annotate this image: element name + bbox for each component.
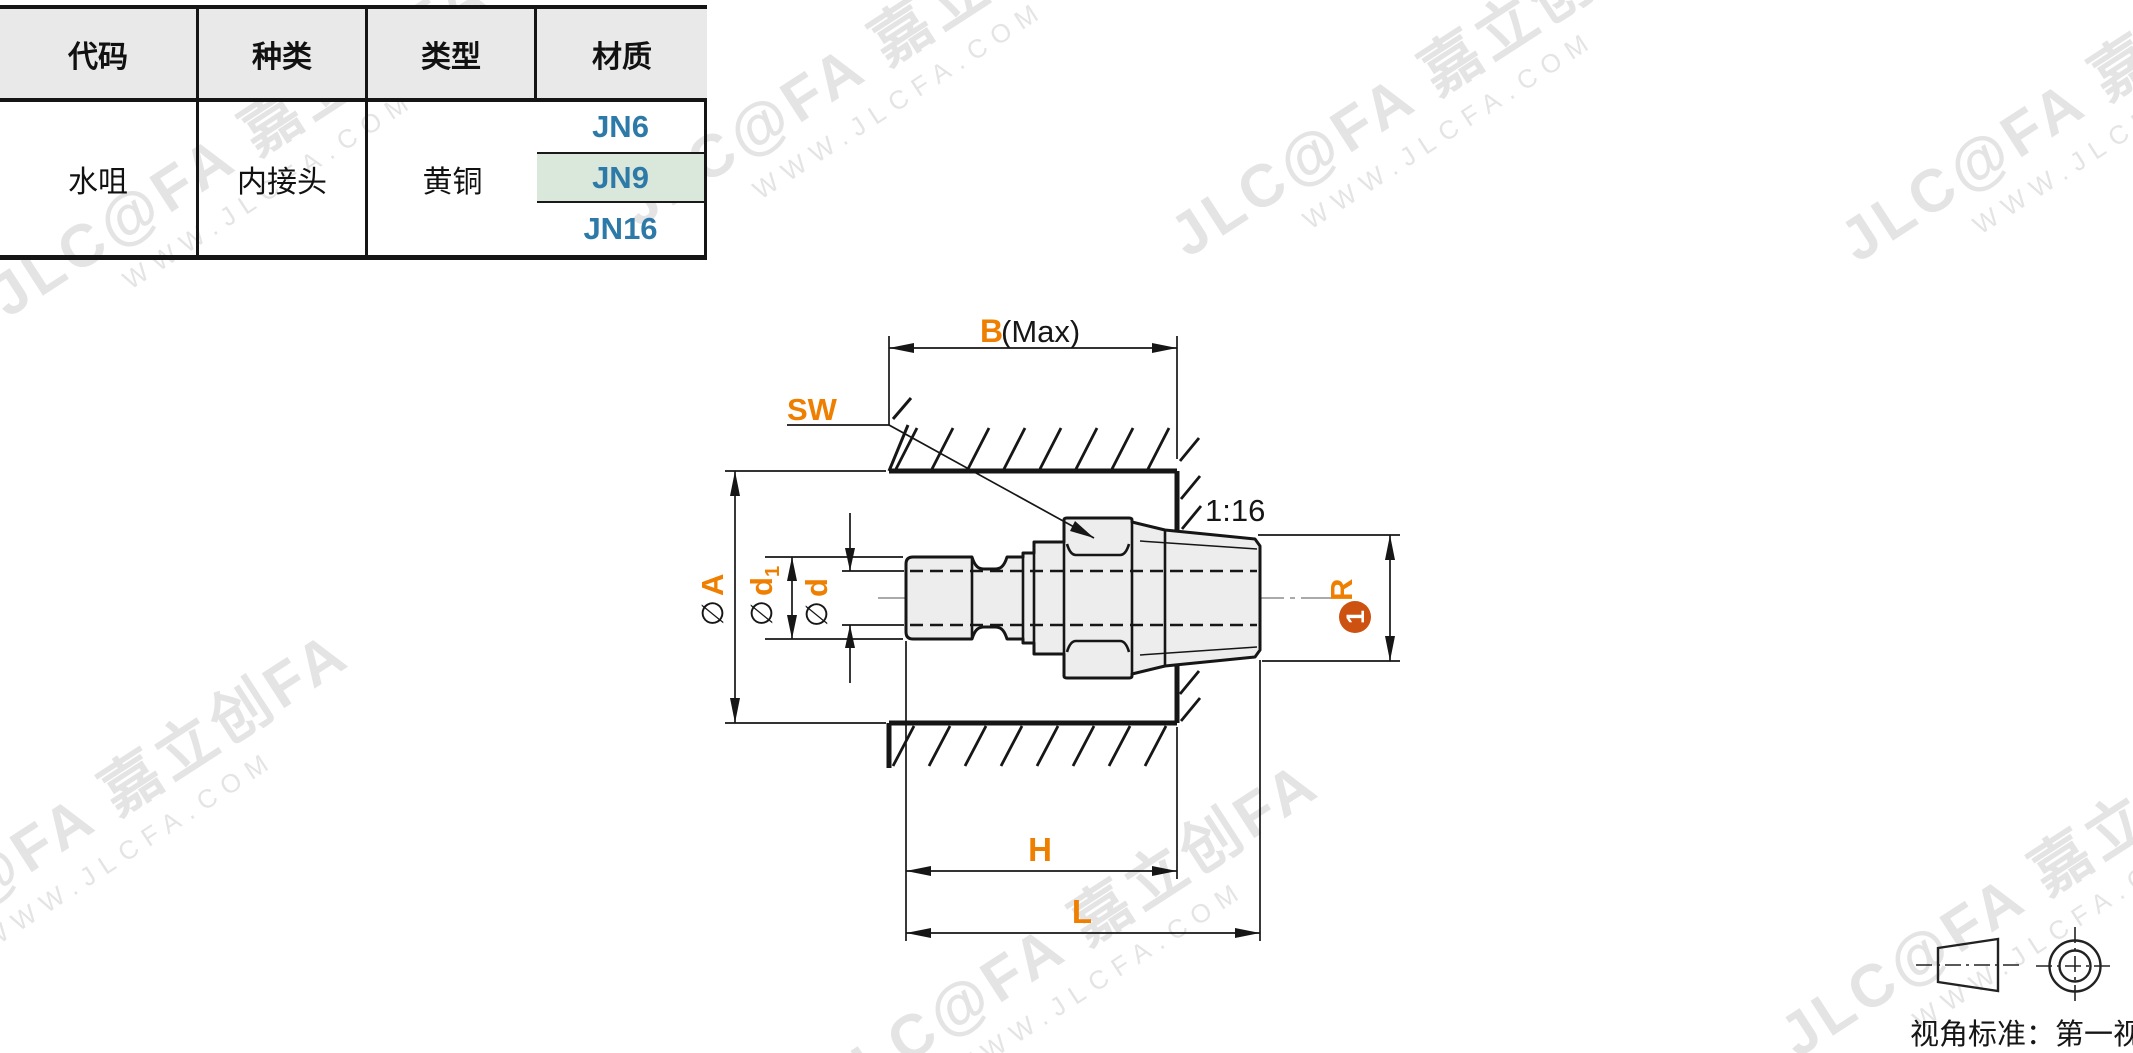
- label-l: L: [1072, 893, 1092, 930]
- label-d: d: [799, 578, 834, 597]
- view-standard-note: 视角标准：第一视角: [1910, 1018, 2133, 1051]
- wall-edge-cuts: [887, 397, 913, 472]
- label-a: A: [695, 574, 730, 596]
- hatching: [891, 427, 1203, 767]
- column-header-material: 材质: [537, 9, 707, 102]
- spec-table: 代码 种类 类型 材质 JN6 水咀 内接头 黄铜 JN9 JN16: [0, 5, 707, 260]
- dim-a: [725, 470, 886, 724]
- label-taper-ratio: 1:16: [1205, 493, 1265, 528]
- label-dia-d1: ∅ d 1: [744, 566, 784, 626]
- label-b-max: (Max): [1001, 314, 1080, 349]
- dia-symbol: ∅: [801, 601, 834, 627]
- callout-1-number: 1: [1342, 610, 1370, 624]
- dimensions: [725, 336, 1400, 941]
- dim-sw-leader: [787, 424, 1095, 539]
- thread-lines: [1139, 540, 1258, 656]
- plug-step-edges: [970, 520, 1167, 676]
- column-header-code: 代码: [0, 9, 199, 102]
- label-b: B: [980, 313, 1003, 349]
- plug-outline: [904, 516, 1262, 680]
- label-dia-d: ∅ d: [799, 578, 834, 627]
- kind-cell: 水咀: [0, 102, 199, 255]
- code-cell-jn16[interactable]: JN16: [537, 203, 707, 255]
- label-r-text: R: [1324, 579, 1359, 601]
- code-cell-jn9-highlighted[interactable]: JN9: [537, 154, 707, 203]
- label-r: R: [1324, 579, 1359, 601]
- plug-body: [904, 516, 1262, 680]
- dimension-arrows: [730, 343, 1395, 938]
- dim-h: [905, 641, 1178, 941]
- frustum-symbol: [1936, 937, 2000, 993]
- dim-b: [888, 336, 1178, 459]
- label-h: H: [1028, 831, 1052, 868]
- label-dia-a: ∅ A: [695, 574, 730, 627]
- label-d1-subscript: 1: [762, 566, 784, 577]
- column-header-type: 类型: [368, 9, 537, 102]
- dia-symbol: ∅: [746, 600, 779, 626]
- dia-symbol: ∅: [697, 600, 730, 626]
- wall-section: [886, 397, 1203, 768]
- bore-hidden-lines: [910, 569, 1257, 627]
- column-header-kind: 种类: [199, 9, 368, 102]
- dim-l: [906, 660, 1261, 941]
- label-d1: d: [744, 577, 779, 596]
- callout-1-badge: 1: [1339, 601, 1371, 633]
- type-cell: 内接头: [199, 102, 368, 255]
- material-cell: 黄铜: [422, 165, 483, 199]
- projection-symbol: [1916, 927, 2114, 1005]
- code-cell-jn6[interactable]: JN6: [537, 102, 707, 154]
- label-sw: SW: [787, 392, 838, 427]
